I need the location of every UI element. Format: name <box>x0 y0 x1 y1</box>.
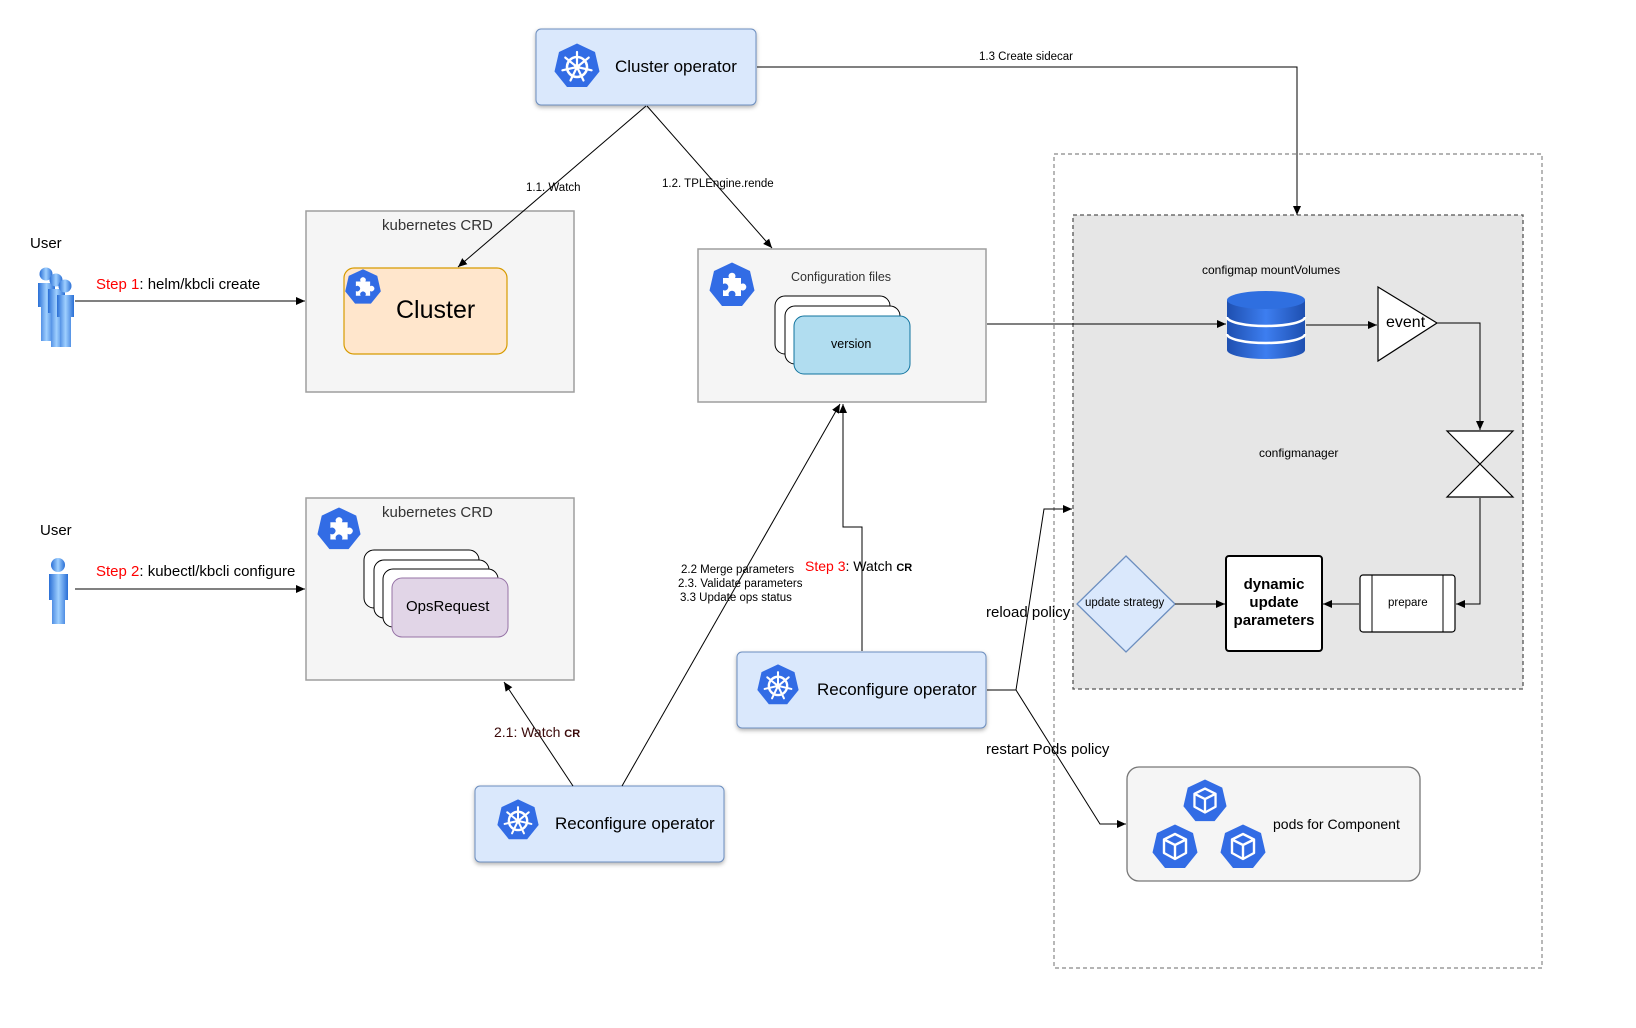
prepare-label: prepare <box>1388 597 1428 609</box>
event-label: event <box>1386 314 1426 331</box>
ops-request-box <box>391 577 509 638</box>
crd2-title: kubernetes CRD <box>382 504 493 521</box>
step1-text: : helm/kbcli create <box>139 276 261 293</box>
watch-1-1-label: 1.1. Watch <box>526 182 581 194</box>
edge-merge-params <box>621 403 841 787</box>
step3-cr: CR <box>896 562 913 574</box>
user-group-icon <box>38 267 74 347</box>
cluster-operator-box[interactable] <box>535 28 757 106</box>
create-sidecar-label: 1.3 Create sidecar <box>979 51 1073 63</box>
step3-label: Step 3: Watch CR <box>805 558 912 574</box>
event-triangle <box>1377 285 1439 363</box>
collate-shape <box>1445 430 1515 498</box>
configmanager-label: configmanager <box>1259 446 1339 460</box>
config-files-title: Configuration files <box>791 270 892 284</box>
watch-2-1-label: 2.1: Watch CR <box>494 724 580 740</box>
edge-watch-1-1 <box>457 105 647 268</box>
dynamic-update-label: dynamic update parameters <box>1233 576 1315 629</box>
ops-request-label: OpsRequest <box>406 598 490 615</box>
update-strategy-diamond <box>1076 555 1176 653</box>
edge-restart-policy <box>1015 689 1126 828</box>
version-label: version <box>831 337 872 351</box>
step3-prefix: Step 3 <box>805 558 846 574</box>
edge-watch-2-1 <box>503 681 574 787</box>
step2-label: Step 2: kubectl/kbcli configure <box>96 563 295 580</box>
reconfigure-operator-left-box[interactable] <box>474 785 725 863</box>
step3-text: : Watch <box>845 558 897 574</box>
cluster-label: Cluster <box>396 296 476 324</box>
user-label-2: User <box>40 522 72 539</box>
cluster-operator-label: Cluster operator <box>615 57 737 76</box>
edge-event-to-collate <box>1437 322 1484 430</box>
edge-reload-policy <box>987 505 1072 691</box>
edge-step3 <box>839 404 863 651</box>
reconfigure-operator-right-label: Reconfigure operator <box>817 680 977 699</box>
watch-2-1-cr: CR <box>564 728 581 740</box>
configmap-mount-label: configmap mountVolumes <box>1202 263 1341 277</box>
reconfigure-operator-right-box[interactable] <box>736 651 987 729</box>
user-label-1: User <box>30 235 62 252</box>
edge-tplengine <box>646 105 773 249</box>
validate-params-label: 2.3. Validate parameters <box>678 578 803 590</box>
crd1-title: kubernetes CRD <box>382 217 493 234</box>
reconfigure-operator-left-label: Reconfigure operator <box>555 814 715 833</box>
version-box <box>793 315 911 375</box>
dynamic-update-box <box>1225 555 1323 652</box>
merge-params-label: 2.2 Merge parameters <box>681 564 795 576</box>
database-icon <box>1225 291 1307 359</box>
edge-collate-to-prepare <box>1456 498 1481 608</box>
reload-policy-label: reload policy <box>986 604 1071 621</box>
step1-label: Step 1: helm/kbcli create <box>96 276 260 293</box>
user-icon <box>49 558 68 624</box>
update-strategy-label: update strategy <box>1085 597 1165 609</box>
restart-policy-label: restart Pods policy <box>986 741 1110 758</box>
step1-prefix: Step 1 <box>96 276 140 293</box>
tplengine-label: 1.2. TPLEngine.rende <box>662 178 774 190</box>
cluster-box <box>343 267 508 355</box>
edge-create-sidecar <box>757 66 1301 215</box>
update-ops-status-label: 3.3 Update ops status <box>680 592 792 604</box>
step2-prefix: Step 2 <box>96 563 140 580</box>
step2-text: : kubectl/kbcli configure <box>139 563 296 580</box>
watch-2-1-text: 2.1: Watch <box>494 724 565 740</box>
pods-component-label: pods for Component <box>1273 816 1400 832</box>
prepare-box <box>1359 574 1456 633</box>
